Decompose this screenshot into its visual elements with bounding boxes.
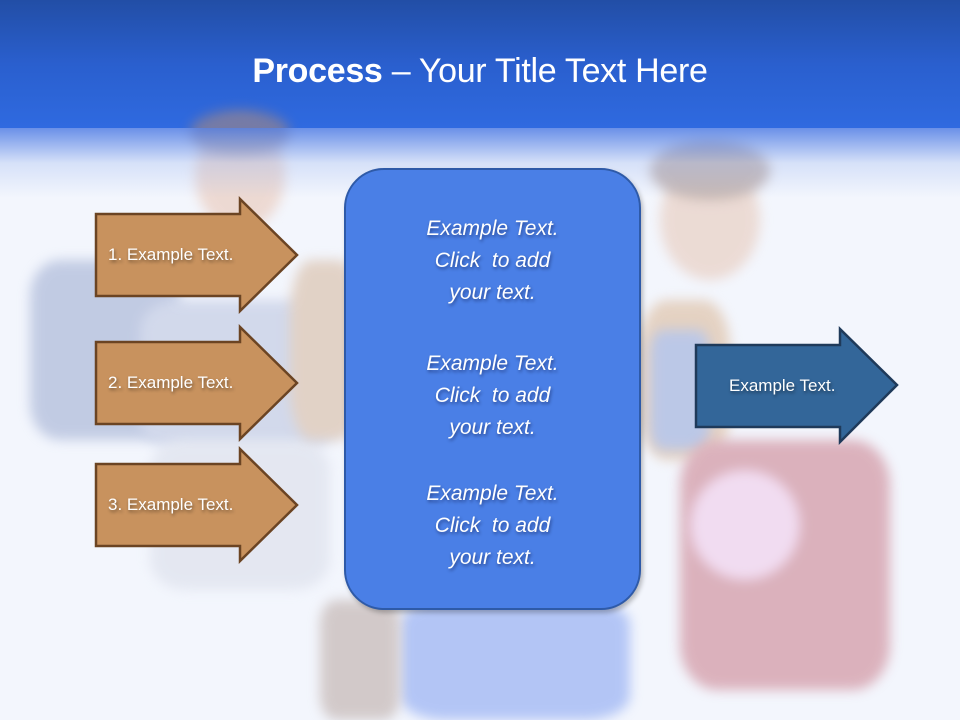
- text-line: your text.: [449, 416, 536, 439]
- text-line: your text.: [449, 546, 536, 569]
- text-line: Click to add: [434, 514, 551, 537]
- text-line: Example Text.: [426, 217, 559, 240]
- text-block-3: Example Text. Click to add your text.: [346, 478, 639, 574]
- text-line: Click to add: [434, 249, 551, 272]
- text-line: Click to add: [434, 384, 551, 407]
- title-bold: Process: [252, 52, 383, 90]
- step-arrow-label: 3. Example Text.: [108, 495, 234, 514]
- result-arrow[interactable]: Example Text.: [694, 326, 899, 446]
- step-arrow-1[interactable]: 1. Example Text.: [94, 196, 299, 314]
- step-arrow-2[interactable]: 2. Example Text.: [94, 324, 299, 442]
- text-block-2: Example Text. Click to add your text.: [346, 348, 639, 444]
- text-line: Example Text.: [426, 482, 559, 505]
- right-arrow-shape-icon: [94, 446, 299, 564]
- title-rest: – Your Title Text Here: [382, 52, 708, 90]
- slide-title[interactable]: Process – Your Title Text Here: [0, 52, 960, 91]
- text-line: Example Text.: [426, 352, 559, 375]
- title-bar: [0, 0, 960, 128]
- text-line: your text.: [449, 281, 536, 304]
- step-arrow-3[interactable]: 3. Example Text.: [94, 446, 299, 564]
- right-arrow-shape-icon: [694, 326, 899, 446]
- center-text-box[interactable]: Example Text. Click to add your text. Ex…: [344, 168, 641, 610]
- right-arrow-shape-icon: [94, 196, 299, 314]
- step-arrow-label: 2. Example Text.: [108, 373, 234, 392]
- right-arrow-shape-icon: [94, 324, 299, 442]
- text-block-1: Example Text. Click to add your text.: [346, 213, 639, 309]
- step-arrow-label: 1. Example Text.: [108, 245, 234, 264]
- result-arrow-label: Example Text.: [729, 376, 836, 395]
